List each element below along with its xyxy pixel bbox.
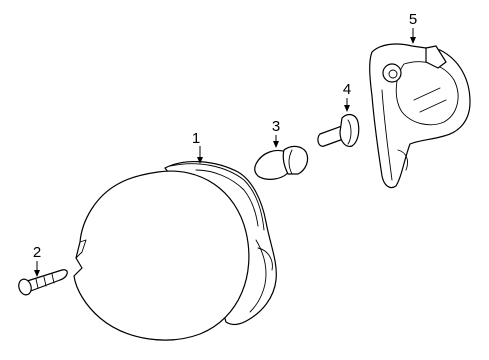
callout-1: 1 <box>192 130 203 164</box>
bracket-tab <box>425 45 447 69</box>
lamp-housing-tab <box>257 247 273 271</box>
bulb-base <box>282 145 309 175</box>
part-4-socket[interactable] <box>317 113 360 147</box>
screw-head <box>18 278 32 296</box>
bracket-pivot-hole <box>388 69 398 79</box>
bracket-inner-detail <box>413 87 447 113</box>
bulb-base-line <box>288 149 293 175</box>
bulb-glass <box>254 149 291 180</box>
callout-3: 3 <box>272 118 280 148</box>
bracket-pivot <box>382 63 402 83</box>
callout-arrow-5 <box>410 37 416 44</box>
lamp-housing-rear-contour <box>249 239 267 313</box>
lamp-lens-notch <box>75 239 87 259</box>
callout-number-2: 2 <box>33 244 41 261</box>
part-3-bulb[interactable] <box>254 145 309 180</box>
lamp-housing-rim <box>169 163 265 231</box>
bracket-body <box>369 43 471 189</box>
callout-number-3: 3 <box>272 118 280 135</box>
callout-arrow-2 <box>34 270 40 277</box>
lamp-lens <box>73 170 250 341</box>
lamp-housing-rim-inner <box>195 169 259 227</box>
screw-thread <box>35 273 55 289</box>
bracket-arm-contour <box>381 89 393 181</box>
callout-number-4: 4 <box>343 81 351 98</box>
callout-2: 2 <box>33 244 41 277</box>
bracket-inner-ring <box>395 61 459 126</box>
bracket-lower-tab <box>397 149 409 171</box>
callout-arrow-1 <box>197 157 203 164</box>
callout-arrow-4 <box>344 105 350 112</box>
screw-shaft <box>23 269 68 293</box>
part-2-screw[interactable] <box>17 269 68 297</box>
callout-4: 4 <box>343 81 351 112</box>
part-1-fog-lamp[interactable] <box>73 161 277 341</box>
callout-number-1: 1 <box>192 130 200 147</box>
part-5-bracket[interactable] <box>369 43 471 189</box>
callout-5: 5 <box>409 11 417 44</box>
callout-arrow-3 <box>273 141 279 148</box>
socket-ring <box>347 119 352 145</box>
socket-flange <box>339 113 360 147</box>
callout-number-5: 5 <box>409 11 417 28</box>
